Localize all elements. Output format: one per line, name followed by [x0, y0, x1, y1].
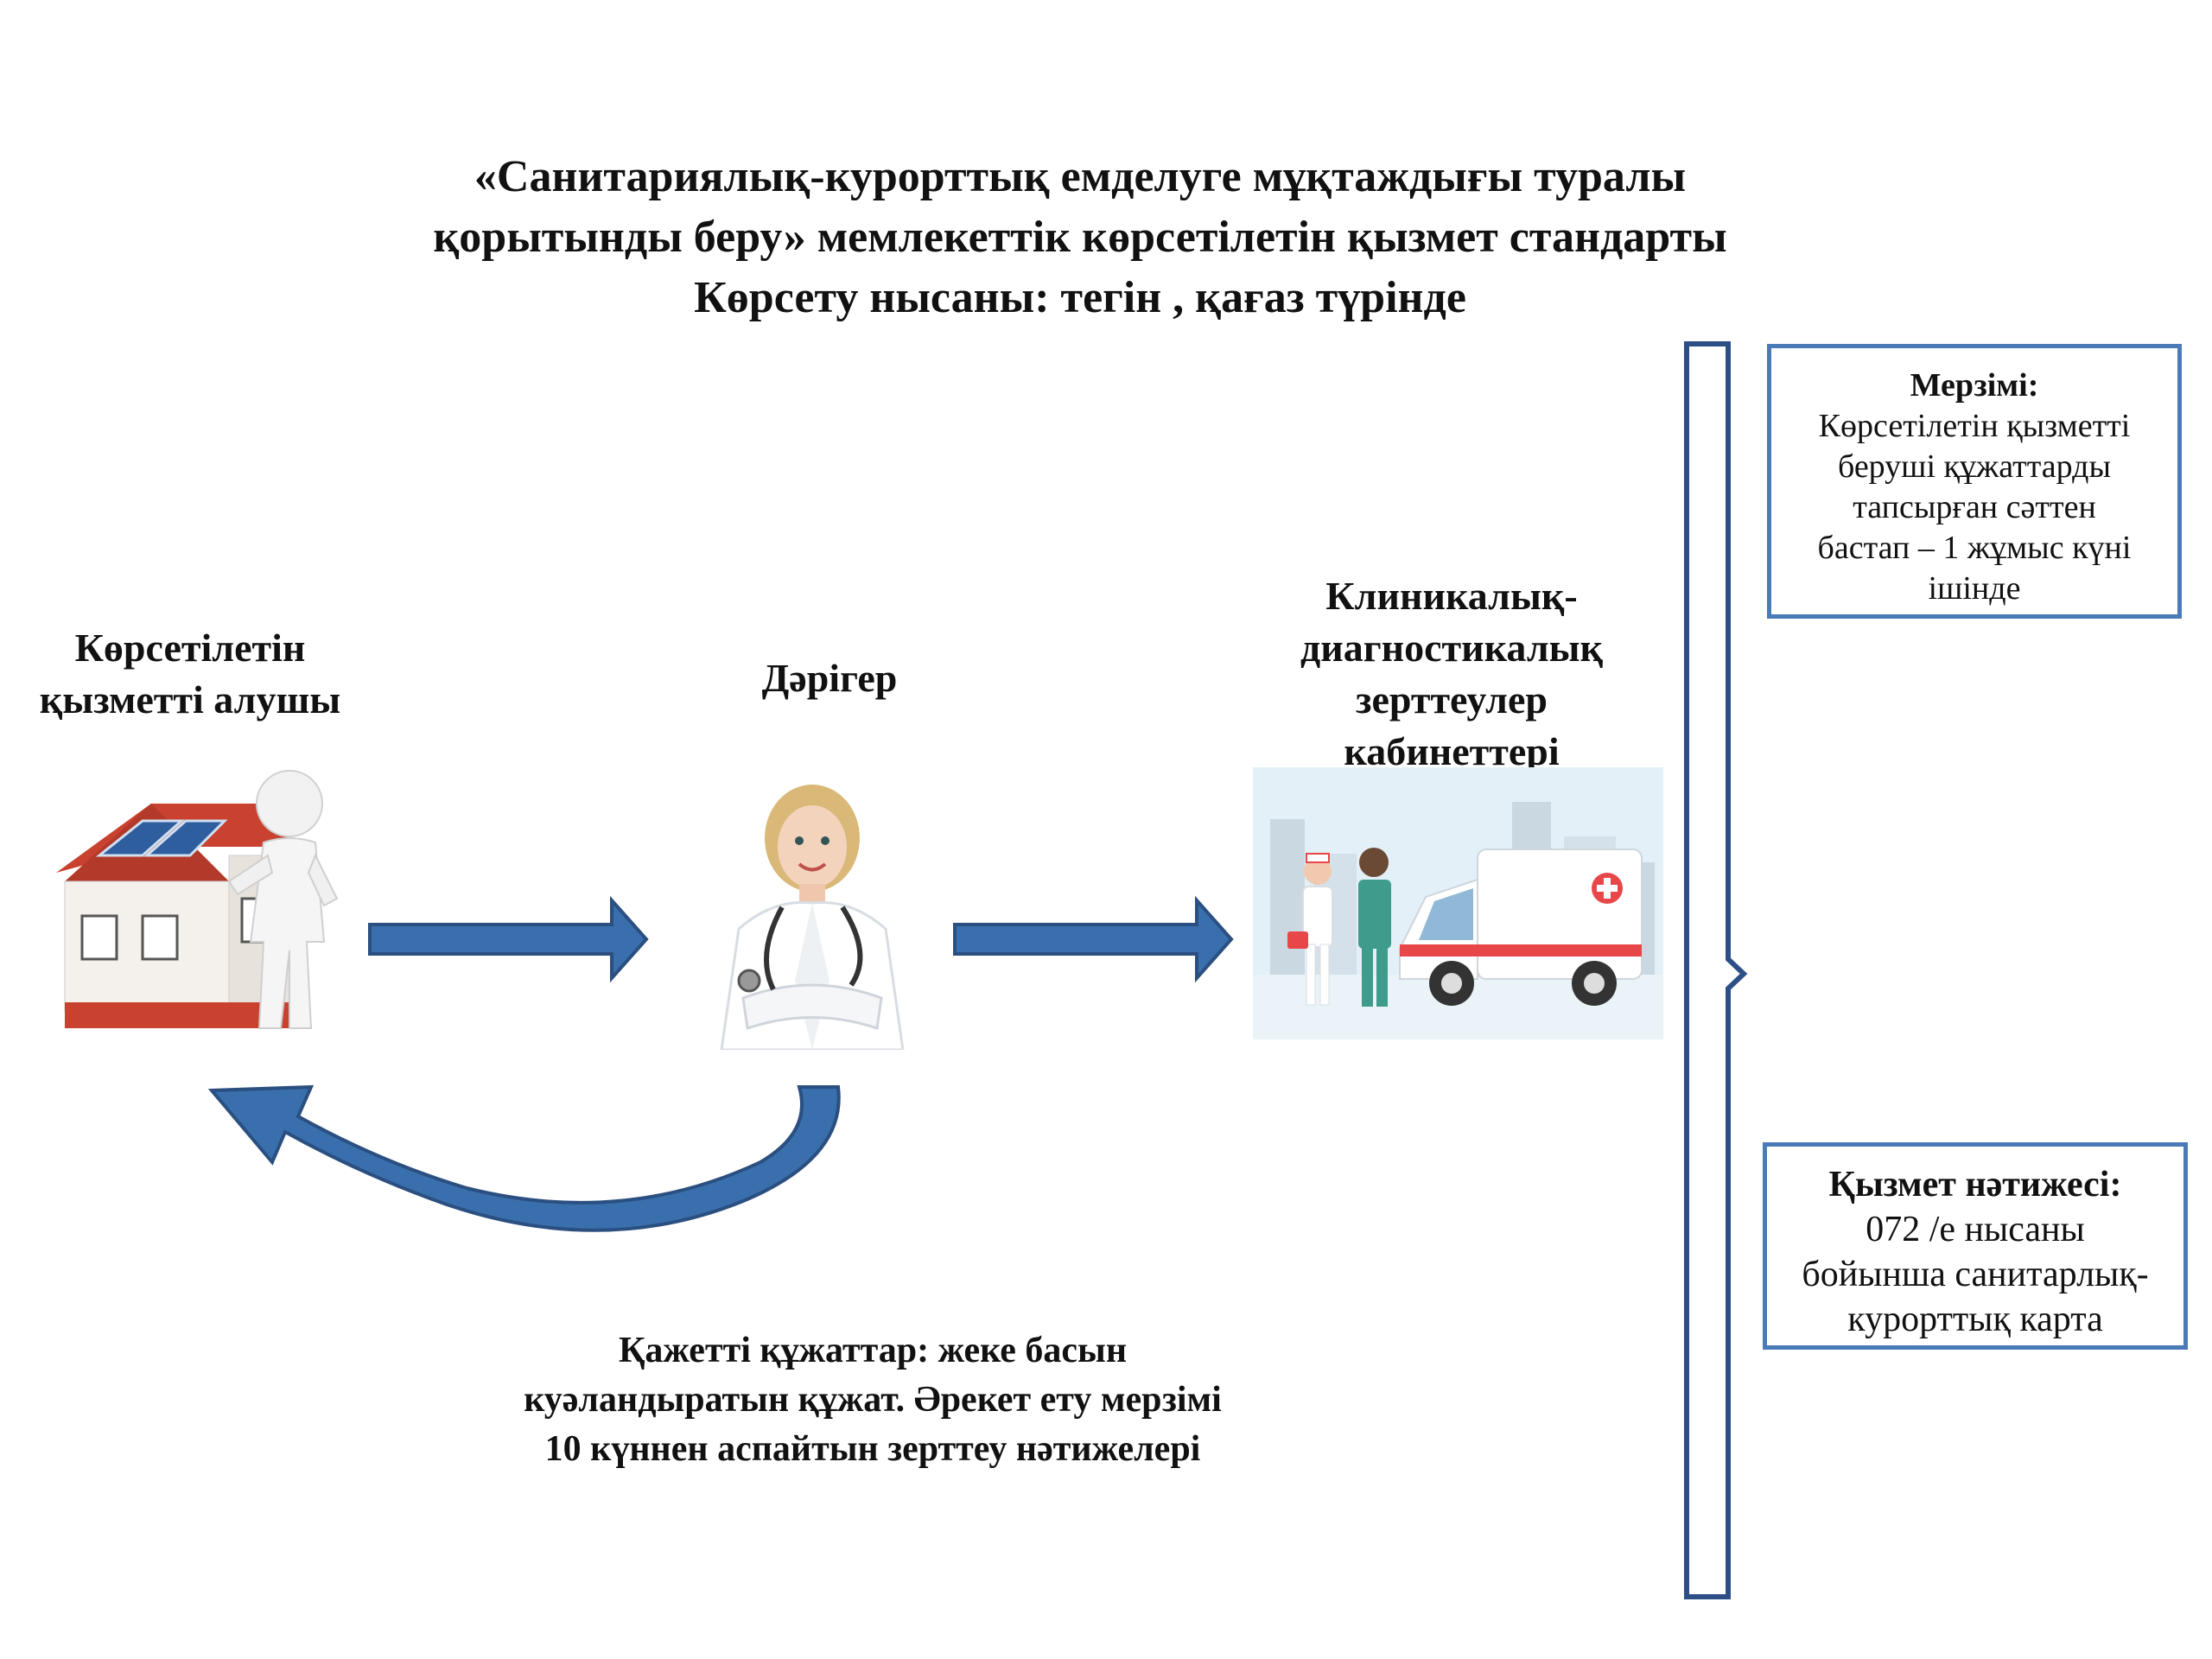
bracket-bar — [1684, 341, 1748, 1599]
recipient-label: Көрсетілетін қызметті алушы — [17, 622, 363, 726]
title-line-2: қорытынды беру» мемлекеттік көрсетілетін… — [433, 213, 1727, 262]
title-line-3: Көрсету нысаны: тегін , қағаз түрінде — [694, 273, 1466, 322]
doctor-icon — [644, 782, 981, 1052]
arrow-doctor-to-clinic — [953, 895, 1234, 983]
deadline-line-3: тапсырған сәттен — [1853, 489, 2096, 525]
required-docs-line-2: куәландыратын құжат. Әрекет ету мерзімі — [524, 1380, 1222, 1420]
result-line-1: 072 /е нысаны — [1866, 1210, 2085, 1249]
arrow-recipient-to-doctor — [368, 895, 649, 983]
deadline-line-5: ішінде — [1928, 570, 2021, 607]
clinic-label-line-4: кабинеттері — [1344, 729, 1560, 773]
result-line-3: курорттық карта — [1847, 1300, 2103, 1339]
ambulance-medics-icon — [1253, 767, 1663, 1039]
recipient-label-line-2: қызметті алушы — [39, 677, 341, 721]
result-box: Қызмет нәтижесі: 072 /е нысаны бойынша с… — [1763, 1142, 2188, 1350]
deadline-line-4: бастап – 1 жұмыс күні — [1817, 530, 2132, 566]
clinic-label-line-2: диагностикалық — [1300, 626, 1604, 670]
deadline-box: Мерзімі: Көрсетілетін қызметті беруші құ… — [1767, 344, 2182, 619]
clinic-label: Клиникалық- диагностикалық зерттеулер ка… — [1244, 570, 1659, 778]
title-line-1: «Санитариялық-курорттық емделуге мұқтажд… — [474, 152, 1687, 201]
required-docs-line-1: Қажетті құжаттар: жеке басын — [618, 1331, 1128, 1370]
deadline-line-2: беруші құжаттарды — [1837, 448, 2112, 485]
recipient-label-line-1: Көрсетілетін — [74, 626, 306, 670]
result-head: Қызмет нәтижесі: — [1828, 1165, 2122, 1205]
deadline-head: Мерзімі: — [1910, 367, 2039, 404]
arrow-return-curve — [207, 1084, 841, 1232]
required-docs-line-3: 10 күннен аспайтын зерттеу нәтижелері — [544, 1429, 1201, 1469]
required-docs: Қажетті құжаттар: жеке басын куәландырат… — [415, 1326, 1331, 1474]
result-line-2: бойынша санитарлық- — [1802, 1255, 2149, 1294]
page-title: «Санитариялық-курорттық емделуге мұқтажд… — [259, 147, 1901, 328]
doctor-label: Дәрігер — [674, 652, 985, 704]
clinic-label-line-1: Клиникалық- — [1325, 574, 1578, 618]
deadline-line-1: Көрсетілетін қызметті — [1818, 408, 2131, 444]
clinic-label-line-3: зерттеулер — [1355, 677, 1548, 721]
doctor-label-line-1: Дәрігер — [761, 656, 898, 700]
house-person-icon — [30, 752, 359, 1046]
